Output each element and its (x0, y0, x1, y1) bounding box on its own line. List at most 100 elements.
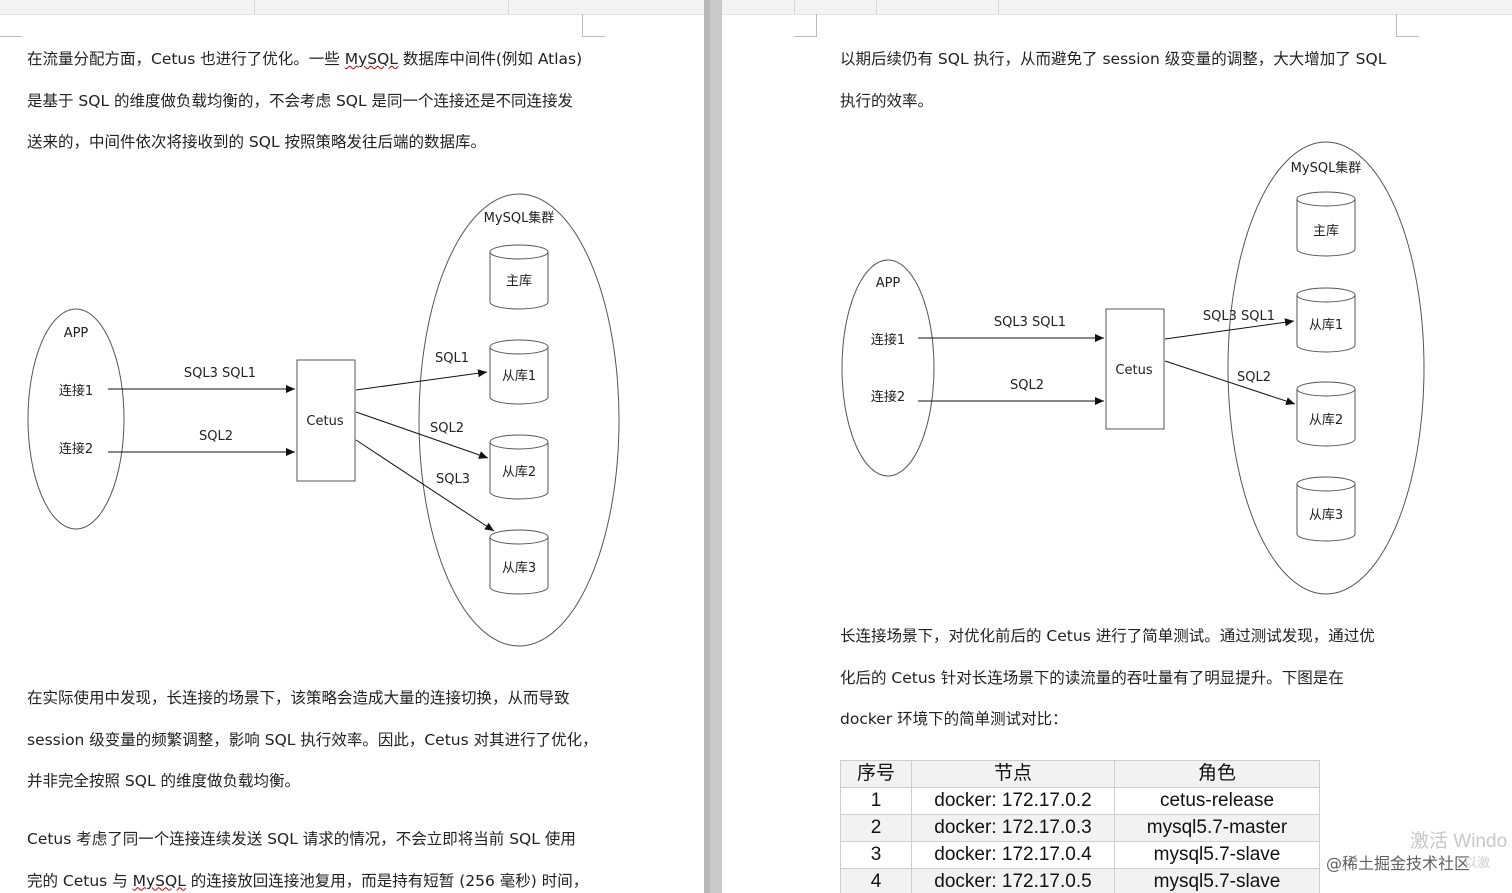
cluster-label: MySQL集群 (484, 210, 555, 226)
benchmark-node-table: 序号 节点 角色 1 docker: 172.17.0.2 cetus-rele… (840, 760, 1320, 893)
page-gutter-shadow (704, 0, 710, 893)
ruler-bar (0, 0, 704, 15)
slave1-db-cylinder: 从库1 (489, 339, 549, 405)
conn2-sql-label: SQL2 (199, 429, 233, 444)
ruler-segment (794, 0, 795, 14)
left-paragraph-3: Cetus 考虑了同一个连接连续发送 SQL 请求的情况，不会立即将当前 SQL… (27, 819, 588, 893)
conn1-sql-label: SQL3 SQL1 (184, 366, 256, 381)
cetus-box (1105, 308, 1165, 430)
connection-2-label: 连接2 (871, 389, 905, 405)
mysql-cluster-ellipse (418, 193, 620, 647)
route-sql-combined-arrow (1164, 318, 1295, 340)
cetus-box (296, 359, 356, 482)
route-sql2-arrow (355, 411, 489, 459)
text-line: 在流量分配方面，Cetus 也进行了优化。一些 MySQL 数据库中间件(例如 … (27, 50, 583, 68)
spellcheck-word: MySQL (132, 871, 186, 890)
slave3-db-label: 从库3 (502, 560, 536, 576)
slave3-db-cylinder: 从库3 (489, 529, 549, 595)
route-sql-combined-label: SQL3 SQL1 (1203, 309, 1275, 324)
cetus-routing-diagram-after: MySQL集群 APP 连接1 连接2 Cetus SQL3 SQL1 SQL2… (841, 141, 1425, 595)
right-paragraph-2: 长连接场景下，对优化前后的 Cetus 进行了简单测试。通过测试发现，通过优 化… (840, 616, 1375, 741)
table-row: 1 docker: 172.17.0.2 cetus-release (840, 787, 1320, 815)
ruler-segment (254, 0, 255, 14)
text-line: Cetus 考虑了同一个连接连续发送 SQL 请求的情况，不会立即将当前 SQL… (27, 830, 576, 848)
route-sql3-arrow (355, 439, 495, 532)
text-line: 化后的 Cetus 针对长连场景下的读流量的吞吐量有了明显提升。下图是在 (840, 668, 1344, 687)
ruler-segment (508, 0, 509, 14)
connection-2-label: 连接2 (59, 441, 93, 457)
left-page: 在流量分配方面，Cetus 也进行了优化。一些 MySQL 数据库中间件(例如 … (0, 0, 704, 893)
cetus-label: Cetus (306, 414, 343, 429)
table-cell: docker: 172.17.0.4 (911, 841, 1115, 869)
ruler-segment (876, 0, 877, 14)
table-cell: mysql5.7-slave (1114, 841, 1320, 869)
app-ellipse (27, 308, 125, 530)
table-row: 3 docker: 172.17.0.4 mysql5.7-slave (840, 841, 1320, 869)
margin-corner-mark (0, 14, 22, 37)
slave1-db-label: 从库1 (502, 368, 536, 384)
text-line: 完的 Cetus 与 MySQL 的连接放回连接池复用，而是持有短暂 (256 … (27, 871, 589, 890)
table-row: 4 docker: 172.17.0.5 mysql5.7-slave (840, 868, 1320, 893)
slave2-db-label: 从库2 (502, 464, 536, 480)
slave1-db-label: 从库1 (1309, 317, 1343, 333)
text-line: 是基于 SQL 的维度做负载均衡的，不会考虑 SQL 是同一个连接还是不同连接发 (27, 91, 574, 110)
cetus-routing-diagram-before: MySQL集群 APP 连接1 连接2 Cetus SQL3 SQL1 SQL2… (27, 193, 620, 647)
text-line: 并非完全按照 SQL 的维度做负载均衡。 (27, 772, 301, 790)
conn1-sql-label: SQL3 SQL1 (994, 315, 1066, 330)
table-cell: 3 (840, 841, 912, 869)
app-label: APP (876, 276, 901, 291)
text-line: 执行的效率。 (840, 91, 934, 110)
table-header-row: 序号 节点 角色 (840, 760, 1320, 788)
route-sql1-label: SQL1 (435, 351, 469, 366)
table-header-cell: 角色 (1114, 760, 1320, 788)
master-db-label: 主库 (1313, 223, 1339, 239)
text-line: 送来的，中间件依次将接收到的 SQL 按照策略发往后端的数据库。 (27, 133, 487, 151)
master-db-cylinder: 主库 (489, 244, 549, 310)
slave1-db-cylinder: 从库1 (1296, 287, 1356, 353)
slave2-db-cylinder: 从库2 (489, 434, 549, 500)
margin-corner-mark (794, 14, 817, 37)
table-header-cell: 节点 (911, 760, 1115, 788)
text-line: 在实际使用中发现，长连接的场景下，该策略会造成大量的连接切换，从而导致 (27, 689, 570, 707)
slave3-db-label: 从库3 (1309, 507, 1343, 523)
margin-corner-mark (1396, 14, 1419, 37)
table-cell: docker: 172.17.0.5 (911, 868, 1115, 893)
right-page: 以期后续仍有 SQL 执行，从而避免了 session 级变量的调整，大大增加了… (722, 0, 1512, 893)
margin-corner-mark (582, 14, 605, 37)
table-cell: cetus-release (1114, 787, 1320, 815)
table-row: 2 docker: 172.17.0.3 mysql5.7-master (840, 814, 1320, 842)
text-line: docker 环境下的简单测试对比： (840, 710, 1068, 728)
table-cell: mysql5.7-slave (1114, 868, 1320, 893)
connection-1-label: 连接1 (59, 383, 93, 399)
activate-windows-watermark: 激活 Windo (1410, 831, 1508, 852)
cetus-label: Cetus (1115, 363, 1152, 378)
connection-1-label: 连接1 (871, 332, 905, 348)
left-paragraph-1: 在流量分配方面，Cetus 也进行了优化。一些 MySQL 数据库中间件(例如 … (27, 39, 582, 164)
route-sql1-arrow (355, 369, 488, 391)
site-watermark: @稀土掘金技术社区 (1326, 854, 1471, 873)
route-sql2-label: SQL2 (430, 421, 464, 436)
slave2-db-cylinder: 从库2 (1296, 381, 1356, 447)
mysql-cluster-ellipse (1227, 141, 1425, 595)
route-sql2-arrow (1164, 360, 1296, 405)
ruler-bar (722, 0, 1512, 15)
master-db-cylinder: 主库 (1296, 191, 1356, 257)
activate-windows-subtext: 以激 (1464, 856, 1491, 871)
table-cell: docker: 172.17.0.2 (911, 787, 1115, 815)
app-label: APP (64, 326, 89, 341)
table-cell: mysql5.7-master (1114, 814, 1320, 842)
route-sql3-label: SQL3 (436, 472, 470, 487)
route-sql2-label: SQL2 (1237, 370, 1271, 385)
left-paragraph-2: 在实际使用中发现，长连接的场景下，该策略会造成大量的连接切换，从而导致 sess… (27, 678, 598, 803)
slave3-db-cylinder: 从库3 (1296, 476, 1356, 542)
text-line: session 级变量的频繁调整，影响 SQL 执行效率。因此，Cetus 对其… (27, 730, 598, 749)
table-cell: 4 (840, 868, 912, 893)
table-cell: 1 (840, 787, 912, 815)
master-db-label: 主库 (506, 273, 532, 289)
table-cell: docker: 172.17.0.3 (911, 814, 1115, 842)
app-ellipse (841, 259, 935, 477)
right-paragraph-1: 以期后续仍有 SQL 执行，从而避免了 session 级变量的调整，大大增加了… (840, 39, 1386, 122)
slave2-db-label: 从库2 (1309, 412, 1343, 428)
spellcheck-word: MySQL (344, 50, 398, 68)
cluster-label: MySQL集群 (1291, 160, 1362, 176)
